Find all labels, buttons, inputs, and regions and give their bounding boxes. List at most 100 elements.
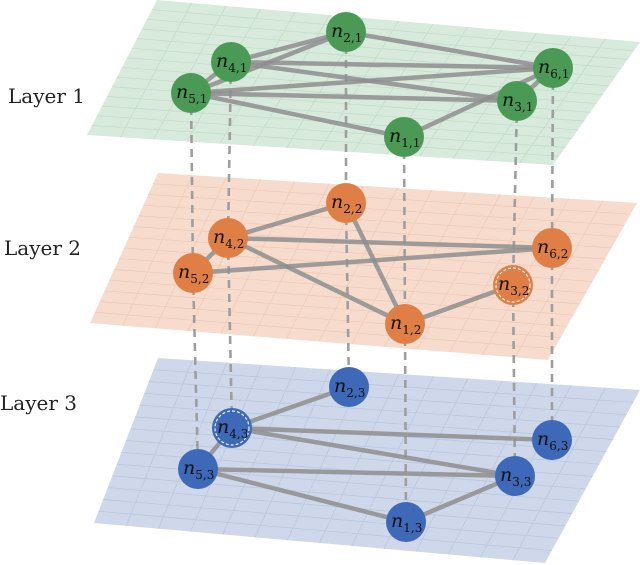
node-circle [326,12,366,52]
node-n5-layer-2: n5,2 [173,253,213,293]
node-label: n5,1 [176,81,207,106]
node-n5-layer-1: n5,1 [171,73,211,113]
edge-n2-n4-layer-3 [229,384,352,431]
grid-line [449,196,535,353]
node-label: n3,1 [502,89,533,114]
node-n6-layer-2: n6,2 [532,228,572,268]
node-label: n6,1 [538,56,569,81]
node-circle [211,42,251,82]
node-n3-layer-1: n3,1 [497,81,537,121]
node-label: n1,2 [390,312,421,337]
edge-n5-n6-layer-1 [188,65,556,96]
edge-n5-n3-layer-1 [188,90,520,104]
node-n5-layer-3: n5,3 [178,449,218,489]
node-n4-layer-2: n4,2 [208,218,248,258]
interlayer-link-n1 [403,323,408,523]
interlayer-link-n2 [344,202,351,388]
node-n2-layer-1: n2,1 [326,12,366,52]
node-label: n4,2 [213,226,244,251]
interlayer-link-n3 [511,100,519,286]
node-label: n5,2 [178,261,209,286]
node-label: n2,2 [331,191,362,216]
node-label: n3,2 [498,273,529,298]
interlayer-links [189,32,555,523]
edge-n4-n1-layer-2 [225,235,408,327]
node-n3-layer-2: n3,2 [493,265,533,305]
node-label: n6,3 [537,428,568,453]
node-label: n6,2 [537,236,568,261]
grid-line [98,510,552,552]
node-n1-layer-3: n1,3 [386,502,426,542]
node-circle [533,48,573,88]
grid-line [512,387,606,561]
node-circle [329,367,369,407]
node-n2-layer-3: n2,3 [329,367,369,407]
interlayer-link-n5 [191,272,200,470]
interlayer-link-n5 [189,92,195,274]
grid-line [96,115,566,148]
node-circle [386,502,426,542]
node-n3-layer-3: n3,3 [495,456,535,496]
node-circle [532,420,572,460]
edge-n5-n1-layer-1 [188,90,407,140]
edge-n4-n6-layer-1 [228,59,556,71]
grid-line [94,311,555,350]
layer-1-label: Layer 1 [8,84,85,108]
grid-line [104,290,568,327]
node-label: n1,1 [389,125,420,150]
grid-line [103,499,559,539]
node-n1-layer-2: n1,2 [385,304,425,344]
grid-line [351,376,434,547]
node-n4-layer-3: n4,3 [212,408,252,448]
node-label: n2,1 [331,20,362,45]
edge-n1-n6-layer-1 [401,65,556,140]
edge-n4-n6-layer-3 [229,425,555,443]
node-label: n5,3 [183,457,214,482]
node-circle [497,81,537,121]
node-circle [173,253,213,293]
node-circle [384,117,424,157]
node-circle [208,218,248,258]
node-n4-layer-1: n4,1 [211,42,251,82]
node-circle [178,449,218,489]
node-ring [495,267,531,303]
node-label: n4,1 [216,50,247,75]
interlayer-link-n1 [402,136,407,325]
layer-2-label: Layer 2 [4,236,81,260]
edge-n4-n6-layer-2 [225,235,555,251]
interlayer-link-n3 [511,284,517,477]
node-ring [214,410,250,446]
layer-3-label: Layer 3 [0,391,77,415]
node-circle [532,228,572,268]
grid-line [91,124,560,157]
node-circle [495,456,535,496]
grid-line [416,194,501,350]
grid-line [107,487,566,527]
edge-n5-n1-layer-3 [195,466,409,525]
node-circle [212,408,252,448]
edge-n2-n5-layer-1 [188,29,349,96]
node-n6-layer-3: n6,3 [532,420,572,460]
grid-line [519,38,606,164]
layer-labels: Layer 1 Layer 2 Layer 3 [0,84,85,415]
node-n1-layer-1: n1,1 [384,117,424,157]
edge-n4-n3-layer-3 [229,425,518,479]
grid-line [448,382,538,555]
node-circle [385,304,425,344]
node-label: n1,3 [391,510,422,535]
network-nodes: n1,1 n2,1 n3,1 n4,1 n5,1 n6,1 n1,2 n2,2 n3,2 n4,2… [171,12,573,542]
node-circle [493,265,533,305]
node-circle [171,73,211,113]
edge-n2-n6-layer-1 [343,29,556,71]
node-label: n3,3 [500,464,531,489]
node-n2-layer-2: n2,2 [326,183,366,223]
grid-line [514,200,604,358]
node-label: n4,3 [217,416,248,441]
node-circle [326,183,366,223]
edge-n4-n2-layer-2 [225,200,349,241]
edge-n2-n1-layer-2 [343,200,408,327]
grid-line [99,301,561,338]
grid-line [351,189,433,345]
node-label: n2,3 [334,375,365,400]
